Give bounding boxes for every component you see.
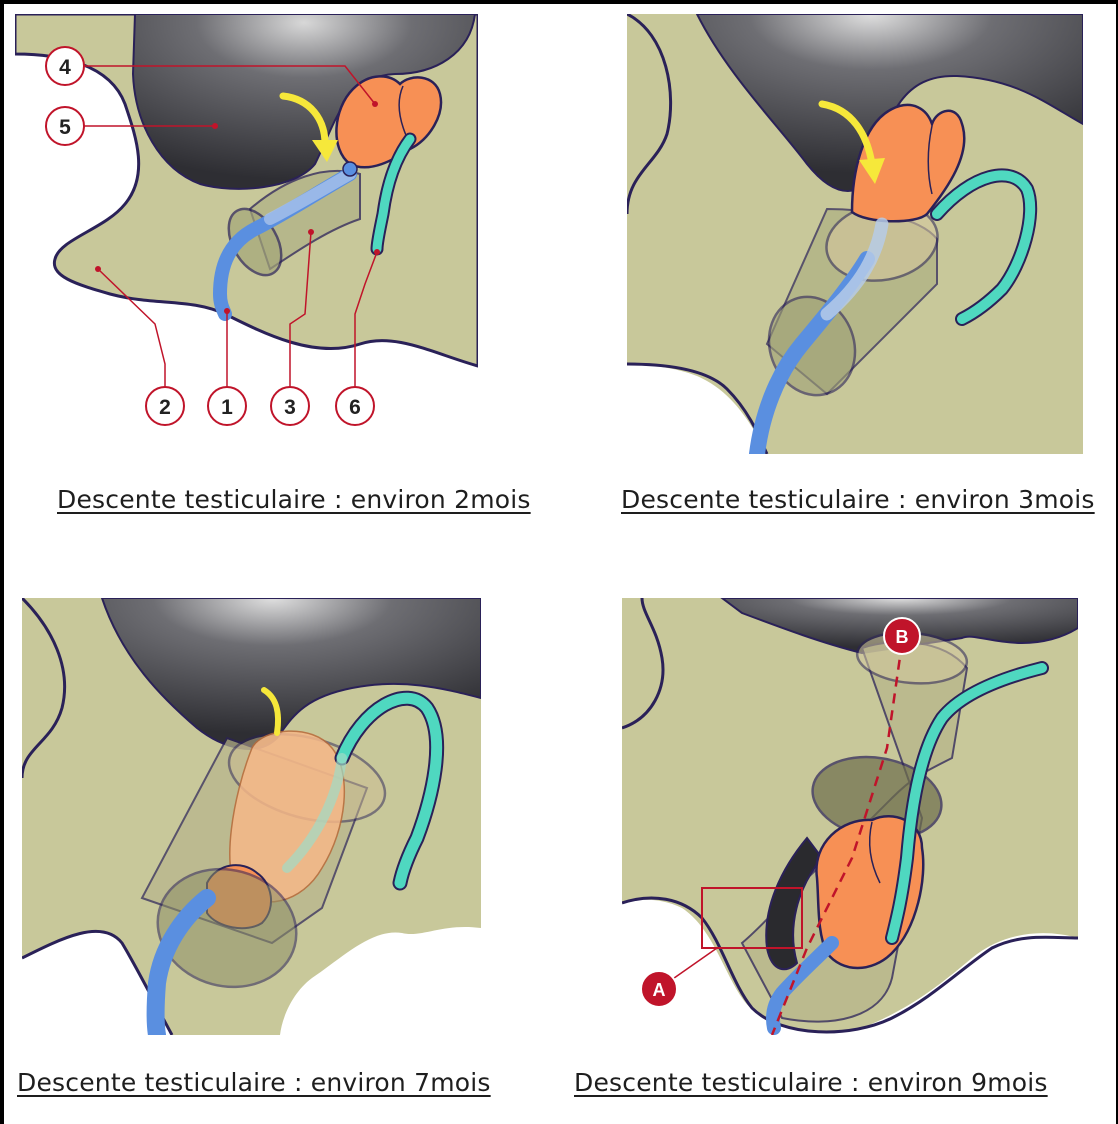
svg-text:2: 2 (159, 396, 171, 419)
svg-text:4: 4 (59, 56, 71, 79)
label-4: 4 (46, 47, 84, 85)
caption-7-months: Descente testiculaire : environ 7mois (17, 1068, 491, 1097)
panel-9-months: A B (622, 598, 1078, 1035)
label-2: 2 (146, 387, 184, 425)
svg-text:1: 1 (221, 396, 233, 419)
svg-text:3: 3 (284, 396, 296, 419)
svg-text:B: B (896, 627, 909, 647)
svg-text:5: 5 (59, 116, 71, 139)
panel-2-months: 4 5 2 1 3 6 (15, 14, 478, 454)
label-a-leader (667, 948, 717, 983)
label-5: 5 (46, 107, 84, 145)
panel-2-months-illustration: 4 5 2 1 3 6 (15, 14, 478, 454)
label-3: 3 (271, 387, 309, 425)
panel-3-months-illustration (627, 14, 1083, 454)
label-6: 6 (336, 387, 374, 425)
caption-2-months: Descente testiculaire : environ 2mois (57, 485, 531, 514)
label-1: 1 (208, 387, 246, 425)
panel-7-months-illustration (22, 598, 481, 1035)
caption-9-months: Descente testiculaire : environ 9mois (574, 1068, 1048, 1097)
svg-text:6: 6 (349, 396, 361, 419)
svg-text:A: A (653, 980, 666, 1000)
caption-3-months: Descente testiculaire : environ 3mois (621, 485, 1095, 514)
testis-pole (343, 162, 357, 176)
panel-3-months (627, 14, 1083, 454)
panel-7-months (22, 598, 481, 1035)
label-b: B (884, 618, 920, 654)
panel-9-months-illustration: A B (622, 598, 1078, 1035)
label-a: A (641, 971, 677, 1007)
